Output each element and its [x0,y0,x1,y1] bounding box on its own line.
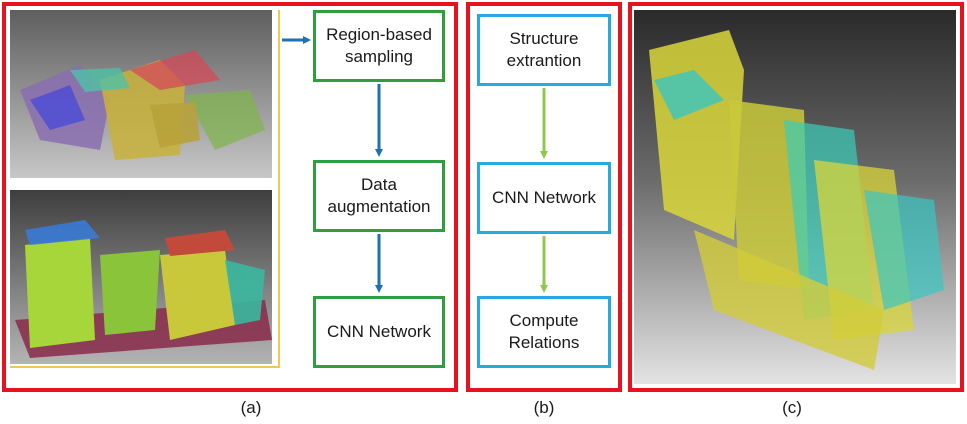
panel-a-frame [2,2,458,392]
connector-line-bottom [10,366,280,368]
panel-b-caption: (b) [533,398,555,417]
structure-extraction-step: Structure extrantion [477,14,611,86]
point-cloud-segments-image [10,10,272,178]
region-sampling-step: Region-based sampling [313,10,445,82]
cnn-network-step-a: CNN Network [313,296,445,368]
panel-a-caption: (a) [240,398,262,417]
data-augmentation-step: Data augmentation [313,160,445,232]
panel-b-frame [466,2,622,392]
cnn-network-step-b: CNN Network [477,162,611,234]
point-cloud-normals-image [10,190,272,364]
panel-c-frame [628,2,964,392]
point-cloud-result-image [634,10,956,384]
connector-line [278,10,280,368]
panel-c-caption: (c) [782,398,802,417]
compute-relations-step: Compute Relations [477,296,611,368]
